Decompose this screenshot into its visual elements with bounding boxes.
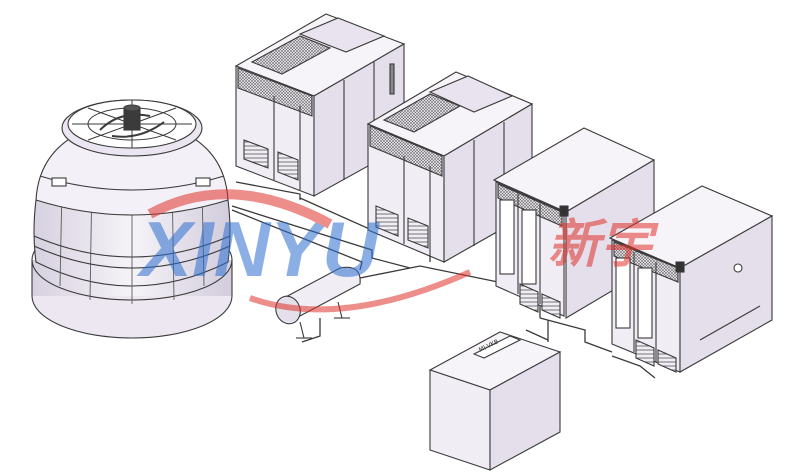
chamber-1 [234, 13, 406, 197]
watermark-latin: XINYU [136, 205, 380, 293]
chamber-2 [366, 71, 534, 263]
water-box: MI-VKB [428, 331, 562, 471]
watermark-chinese: 新宇 [548, 216, 659, 274]
chamber-4 [608, 185, 774, 373]
cooling-tower [31, 99, 233, 339]
brand-watermark: XINYU 新宇 [136, 189, 659, 313]
chamber-3 [492, 127, 656, 319]
